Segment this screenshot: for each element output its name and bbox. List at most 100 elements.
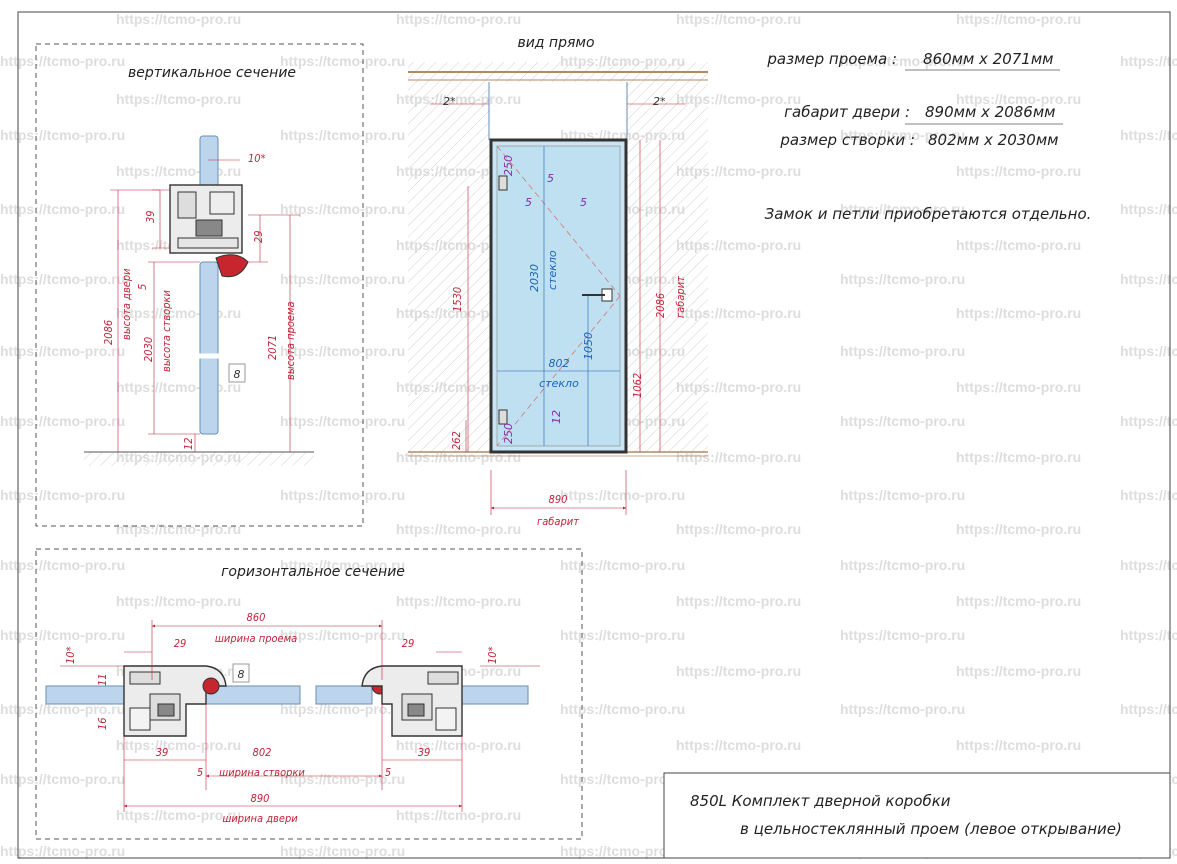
- dim-5-right: 5: [580, 196, 587, 209]
- watermark-text: https://tcmo-pro.ru: [280, 343, 405, 359]
- watermark-text: https://tcmo-pro.ru: [0, 771, 125, 787]
- dim-16: 16: [96, 717, 109, 730]
- watermark-text: https://tcmo-pro.ru: [280, 843, 405, 859]
- title-line-2: в цельностеклянный проем (левое открыван…: [740, 820, 1122, 838]
- watermark-text: https://tcmo-pro.ru: [676, 11, 801, 27]
- watermark-text: https://tcmo-pro.ru: [1120, 701, 1177, 717]
- dim-12-vertical: 12: [182, 437, 195, 450]
- watermark-text: https://tcmo-pro.ru: [840, 701, 965, 717]
- watermark-text: https://tcmo-pro.ru: [116, 521, 241, 537]
- vertical-title: вертикальное сечение: [128, 65, 296, 81]
- specs-block: размер проема : 860мм х 2071мм габарит д…: [765, 50, 1092, 223]
- label-leaf-width: ширина створки: [219, 766, 305, 779]
- sheet-border: [17, 11, 1171, 859]
- dim-1062-front: 1062: [631, 373, 644, 398]
- watermark-text: https://tcmo-pro.ru: [0, 201, 125, 217]
- spec-leaf-value: 802мм х 2030мм: [928, 131, 1058, 149]
- glass-leaf: [199, 261, 219, 435]
- watermark-text: https://tcmo-pro.ru: [0, 557, 125, 573]
- watermark-text: https://tcmo-pro.ru: [560, 627, 685, 643]
- watermark-text: https://tcmo-pro.ru: [560, 487, 685, 503]
- watermark-text: https://tcmo-pro.ru: [676, 521, 801, 537]
- spec-door-value: 890мм х 2086мм: [925, 103, 1055, 121]
- watermark-text: https://tcmo-pro.ru: [560, 843, 685, 859]
- label-glass-width: стекло: [539, 377, 579, 390]
- dim-2071-vertical: 2071: [266, 335, 279, 360]
- label-opening-height: высота проема: [284, 301, 297, 380]
- dim-11: 11: [96, 673, 109, 686]
- dim-5-right-h: 5: [385, 766, 391, 779]
- watermark-text: https://tcmo-pro.ru: [560, 771, 685, 787]
- label-door-width: ширина двери: [222, 812, 298, 825]
- dim-10-vertical: 10*: [248, 152, 266, 165]
- horizontal-section-view: горизонтальное сечение: [35, 548, 583, 840]
- label-opening-width: ширина проема: [215, 632, 297, 645]
- dim-8-box: [228, 363, 246, 383]
- watermark-text: https://tcmo-pro.ru: [956, 663, 1081, 679]
- wall-right: [626, 82, 708, 452]
- dim-2086-front: 2086: [654, 293, 667, 318]
- glass-right-fixed: [461, 685, 529, 705]
- label-overall-height: габарит: [674, 276, 687, 318]
- seal-vertical: [215, 254, 249, 278]
- watermark-text: https://tcmo-pro.ru: [116, 11, 241, 27]
- label-overall-width: габарит: [537, 515, 579, 528]
- watermark-text: https://tcmo-pro.ru: [116, 91, 241, 107]
- watermark-text: https://tcmo-pro.ru: [396, 11, 521, 27]
- watermark-text: https://tcmo-pro.ru: [280, 201, 405, 217]
- glass-leaf-right: [315, 685, 373, 705]
- watermark-text: https://tcmo-pro.ru: [840, 413, 965, 429]
- dim-1530-front: 1530: [451, 287, 464, 312]
- dim-29-right: 29: [402, 637, 415, 650]
- dim-5-left-h: 5: [197, 766, 203, 779]
- watermark-text: https://tcmo-pro.ru: [676, 663, 801, 679]
- vertical-frame: [35, 43, 364, 527]
- watermark-text: https://tcmo-pro.ru: [560, 701, 685, 717]
- watermark-text: https://tcmo-pro.ru: [676, 737, 801, 753]
- watermark-text: https://tcmo-pro.ru: [280, 127, 405, 143]
- dim-8-horizontal: 8: [238, 668, 245, 681]
- watermark-text: https://tcmo-pro.ru: [1120, 201, 1177, 217]
- glass-left-fixed: [45, 685, 125, 705]
- dim-5-left: 5: [525, 196, 532, 209]
- watermark-text: https://tcmo-pro.ru: [396, 737, 521, 753]
- watermark-text: https://tcmo-pro.ru: [840, 53, 965, 69]
- watermark-text: https://tcmo-pro.ru: [1120, 127, 1177, 143]
- watermark-text: https://tcmo-pro.ru: [676, 449, 801, 465]
- dim-250-bottom: 250: [502, 423, 515, 444]
- hinge-top: [498, 175, 508, 191]
- dim-2-left: 2*: [443, 95, 456, 108]
- dim-39-right: 39: [418, 746, 431, 759]
- dim-5-top: 5: [547, 172, 554, 185]
- hinge-bottom: [498, 409, 508, 425]
- watermark-text: https://tcmo-pro.ru: [560, 557, 685, 573]
- horizontal-frame: [35, 548, 583, 840]
- dim-1050-front: 1050: [582, 332, 595, 360]
- watermark-text: https://tcmo-pro.ru: [0, 343, 125, 359]
- watermark-text: https://tcmo-pro.ru: [116, 807, 241, 823]
- watermark-text: https://tcmo-pro.ru: [840, 627, 965, 643]
- label-door-height: высота двери: [120, 268, 133, 340]
- watermark-text: https://tcmo-pro.ru: [840, 487, 965, 503]
- watermark-text: https://tcmo-pro.ru: [956, 163, 1081, 179]
- title-block: 850L Комплект дверной коробки в цельност…: [663, 772, 1171, 859]
- dim-2-right: 2*: [653, 95, 666, 108]
- watermark-text: https://tcmo-pro.ru: [956, 237, 1081, 253]
- watermark-text: https://tcmo-pro.ru: [1120, 627, 1177, 643]
- front-dimensions: [430, 103, 686, 515]
- dim-5-vertical: 5: [136, 284, 149, 290]
- watermark-text: https://tcmo-pro.ru: [280, 701, 405, 717]
- watermark-text: https://tcmo-pro.ru: [280, 413, 405, 429]
- label-leaf-height: высота створки: [160, 290, 173, 372]
- vertical-dimensions: [110, 159, 300, 452]
- watermark-text: https://tcmo-pro.ru: [396, 807, 521, 823]
- horizontal-title: горизонтальное сечение: [221, 564, 405, 580]
- front-title: вид прямо: [517, 35, 594, 51]
- watermark-text: https://tcmo-pro.ru: [956, 11, 1081, 27]
- watermark-text: https://tcmo-pro.ru: [956, 521, 1081, 537]
- watermark-text: https://tcmo-pro.ru: [1120, 413, 1177, 429]
- horizontal-dimensions: [60, 620, 540, 812]
- watermark-text: https://tcmo-pro.ru: [956, 449, 1081, 465]
- watermark-text: https://tcmo-pro.ru: [0, 843, 125, 859]
- dim-8-box-h: [232, 663, 250, 683]
